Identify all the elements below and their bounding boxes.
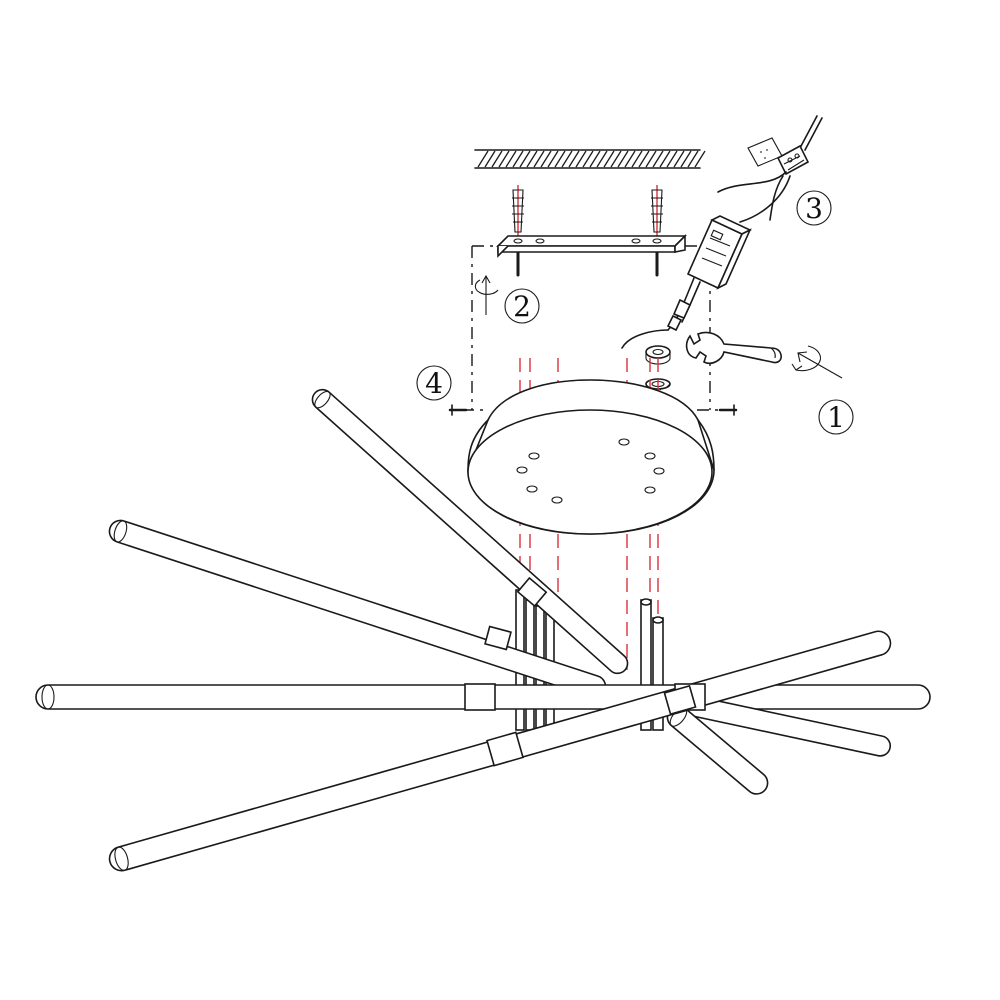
step-label-4-text: 4 [425,367,443,400]
terminal-block [776,144,810,176]
wall-plug-right [651,185,663,277]
tube-collar-5 [486,731,524,767]
step-label-1-text: 1 [827,401,845,434]
led-tube-arms [35,388,931,872]
rotate-arrow-wrench-icon [791,345,843,379]
mounting-bracket [496,234,687,258]
wrench-icon [685,331,782,365]
hatched-ceiling [474,149,706,169]
led-driver-box [621,215,752,349]
step-label-2: 2 [504,288,540,324]
step-label-3-text: 3 [805,192,823,225]
step-label-2-text: 2 [513,290,531,323]
tube-collar-2 [484,625,512,651]
ceiling-canopy [467,379,715,535]
mains-wiring [717,115,823,223]
tube-upper-left [311,388,629,675]
step-label-1: 1 [818,399,854,435]
tube-collar-3 [464,683,496,711]
tube-collar-6 [663,684,697,716]
tube-collar-1 [516,576,548,608]
step-label-4: 4 [416,365,452,401]
canopy-holes [516,438,665,504]
wall-plug-screws [512,185,663,277]
wall-plug-left [512,185,524,277]
rotate-arrow-icon [474,274,499,315]
step-label-3: 3 [796,190,832,226]
